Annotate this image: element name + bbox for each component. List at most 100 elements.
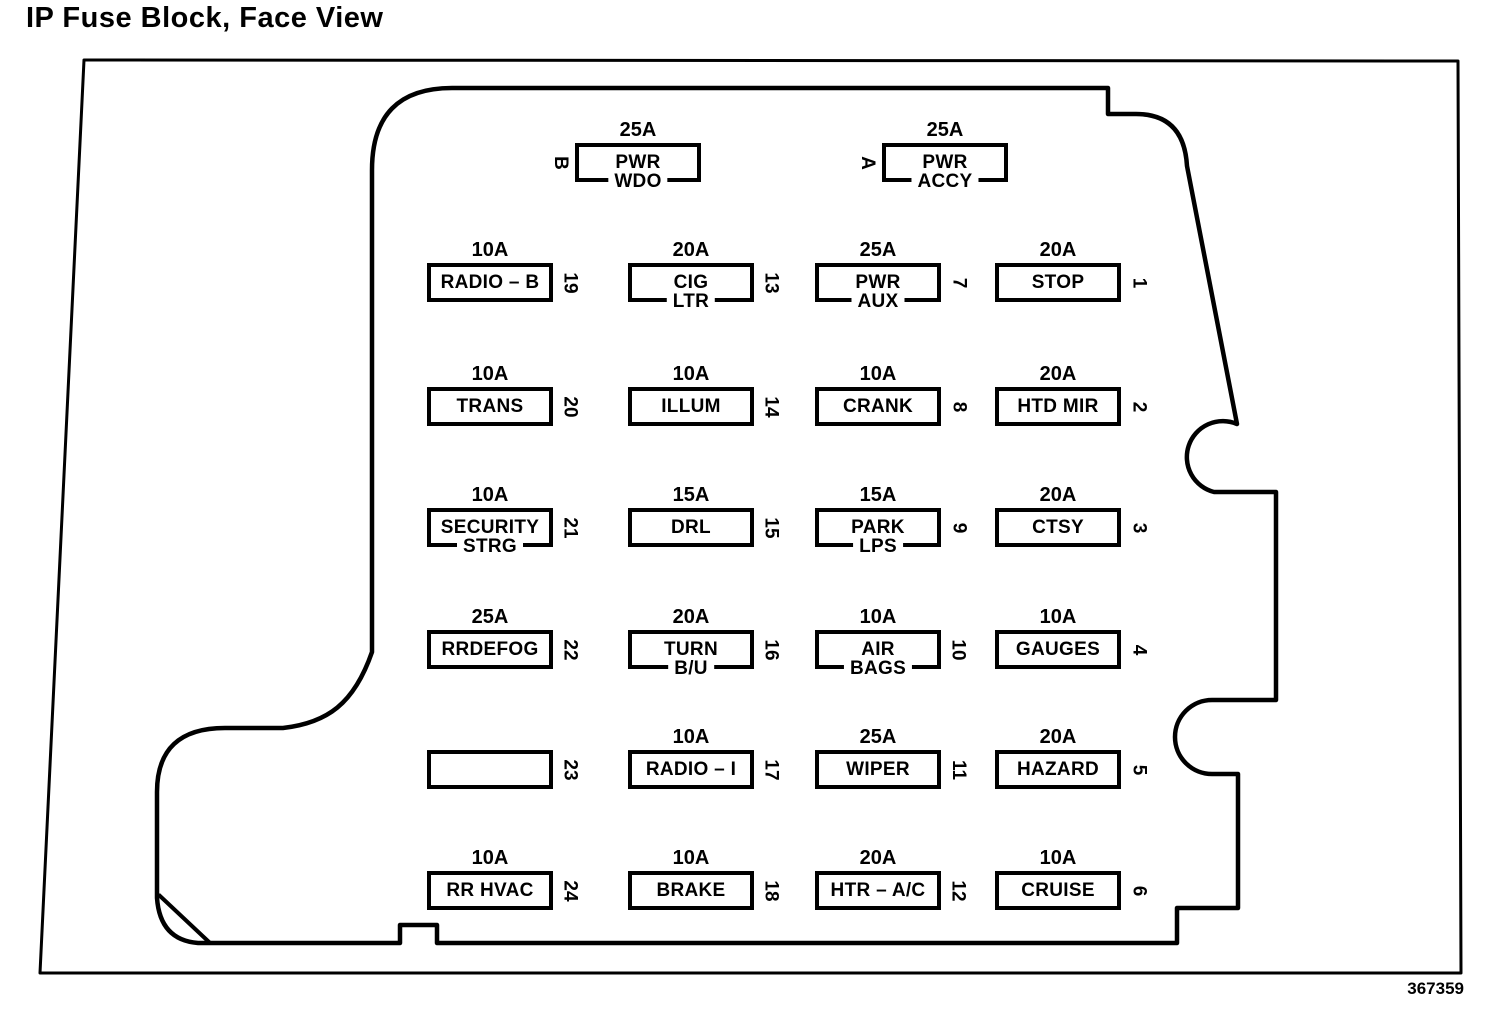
fuse-name: PWR <box>615 151 661 173</box>
fuse-name: CTSY <box>1032 516 1084 538</box>
fuse-cavity-number: 24 <box>559 879 581 902</box>
fuse-cavity-number: 23 <box>559 758 581 781</box>
fuse-box: TRANS <box>427 387 553 426</box>
fuse-name: TRANS <box>456 395 524 417</box>
fuse-name: HTD MIR <box>1017 395 1099 417</box>
fuse-name: BRAKE <box>656 879 726 901</box>
fuse: 20A CIG LTR 13 <box>628 239 782 312</box>
fuse-box: TURN <box>628 630 754 669</box>
fuse-cavity-number: 10 <box>947 638 969 661</box>
fuse-cavity-number: 3 <box>1127 522 1149 533</box>
fuse-cavity-letter: B <box>549 155 571 170</box>
fuse-cavity-number: 2 <box>1127 401 1149 412</box>
fuse-amp-rating: 20A <box>1039 239 1077 261</box>
fuse-box: RRDEFOG <box>427 630 553 669</box>
fuse-name-line2: STRG <box>457 536 523 557</box>
fuse: 20A CTSY 3 <box>995 484 1149 547</box>
fuse: 25A PWR ACCY A <box>857 119 1008 192</box>
fuse-name: CRUISE <box>1021 879 1095 901</box>
fuse-box: CRUISE <box>995 871 1121 910</box>
fuse-amp-rating: 15A <box>859 484 897 506</box>
fuse-name: HAZARD <box>1016 758 1099 780</box>
fuse: 20A HTR – A/C 12 <box>815 847 969 910</box>
fuse-cavity-number: 1 <box>1127 277 1149 288</box>
fuse: 10A AIR BAGS 10 <box>815 606 969 679</box>
fuse-box: RR HVAC <box>427 871 553 910</box>
fuse-amp-rating: 25A <box>926 119 964 141</box>
fuse-box: PWR <box>575 143 701 182</box>
fuse-box: WIPER <box>815 750 941 789</box>
figure-number: 367359 <box>1407 979 1464 998</box>
fuse-box: CRANK <box>815 387 941 426</box>
fuse-cavity-number: 19 <box>559 271 581 294</box>
fuse-box <box>427 750 553 789</box>
fuse-cavity-number: 13 <box>760 271 782 294</box>
fuse-cavity-number: 20 <box>559 395 581 418</box>
fuse-cavity-number: 15 <box>760 516 782 539</box>
fuse-name: RADIO – B <box>440 271 540 293</box>
fuse-box: HTD MIR <box>995 387 1121 426</box>
fuse-amp-rating: 25A <box>471 606 509 628</box>
fuse-cavity-number: 17 <box>760 758 782 781</box>
fuse-cavity-number: 5 <box>1127 764 1149 775</box>
fuse-name: TURN <box>664 638 718 660</box>
fuse-name: STOP <box>1031 271 1085 293</box>
fuse-cavity-number: 9 <box>947 522 969 533</box>
fuse-name: WIPER <box>846 758 910 780</box>
fuse-name-line2: B/U <box>668 658 714 679</box>
fuse-cavity-number: 8 <box>947 401 969 412</box>
fuse-amp-rating: 10A <box>859 606 897 628</box>
fuse-amp-rating: 10A <box>672 363 710 385</box>
fuse: 20A TURN B/U 16 <box>628 606 782 679</box>
fuse: 10A RADIO – B 19 <box>427 239 581 302</box>
fuse-name: CIG <box>673 271 709 293</box>
fuse-cavity-number: 18 <box>760 879 782 902</box>
fuse-name: HTR – A/C <box>830 879 926 901</box>
fuse-amp-rating: 10A <box>471 847 509 869</box>
fuse: 15A PARK LPS 9 <box>815 484 969 557</box>
fuse: 10A RR HVAC 24 <box>427 847 581 910</box>
fuse-block-body <box>154 85 1279 946</box>
fuse-cavity-number: 22 <box>559 638 581 661</box>
fuse-cavity-number: 6 <box>1127 885 1149 896</box>
fuse-name: RADIO – I <box>645 758 737 780</box>
fuse: 10A CRANK 8 <box>815 363 969 426</box>
fuse-box: BRAKE <box>628 871 754 910</box>
fuse-amp-rating: 10A <box>1039 847 1077 869</box>
fuse-amp-rating: 20A <box>1039 726 1077 748</box>
fuse-cavity-letter: A <box>856 155 878 170</box>
fuse-name-line2: BAGS <box>843 658 913 679</box>
fuse-name: PARK <box>851 516 905 538</box>
fuse-box: RADIO – I <box>628 750 754 789</box>
fuse: 25A PWR WDO B <box>550 119 701 192</box>
fuse-amp-rating <box>427 726 553 750</box>
fuse-box: CTSY <box>995 508 1121 547</box>
fuse-name-line2: AUX <box>851 291 905 312</box>
corner-chamfer-line <box>157 893 212 945</box>
fuse-name: AIR <box>861 638 895 660</box>
fuse-cavity-number: 21 <box>559 516 581 539</box>
fuse-amp-rating: 20A <box>672 606 710 628</box>
fuse-amp-rating: 10A <box>859 363 897 385</box>
fuse-box: HAZARD <box>995 750 1121 789</box>
fuse-amp-rating: 10A <box>1039 606 1077 628</box>
fuse-cavity-number: 16 <box>760 638 782 661</box>
fuse-name-line2: ACCY <box>911 171 979 192</box>
fuse: 10A CRUISE 6 <box>995 847 1149 910</box>
fuse-amp-rating: 25A <box>619 119 657 141</box>
fuse-name: ILLUM <box>661 395 721 417</box>
fuse-name: RR HVAC <box>446 879 534 901</box>
fuse-box: ILLUM <box>628 387 754 426</box>
fuse: 25A WIPER 11 <box>815 726 969 789</box>
fuse-name: RRDEFOG <box>441 638 539 660</box>
fuse: 10A SECURITY STRG 21 <box>427 484 581 557</box>
fuse-box: STOP <box>995 263 1121 302</box>
fuse-name: PWR <box>855 271 901 293</box>
fuse-amp-rating: 20A <box>859 847 897 869</box>
fuse: 10A RADIO – I 17 <box>628 726 782 789</box>
fuse-name: SECURITY <box>440 516 540 538</box>
fuse: 25A PWR AUX 7 <box>815 239 969 312</box>
fuse-amp-rating: 15A <box>672 484 710 506</box>
fuse-name: CRANK <box>842 395 914 417</box>
